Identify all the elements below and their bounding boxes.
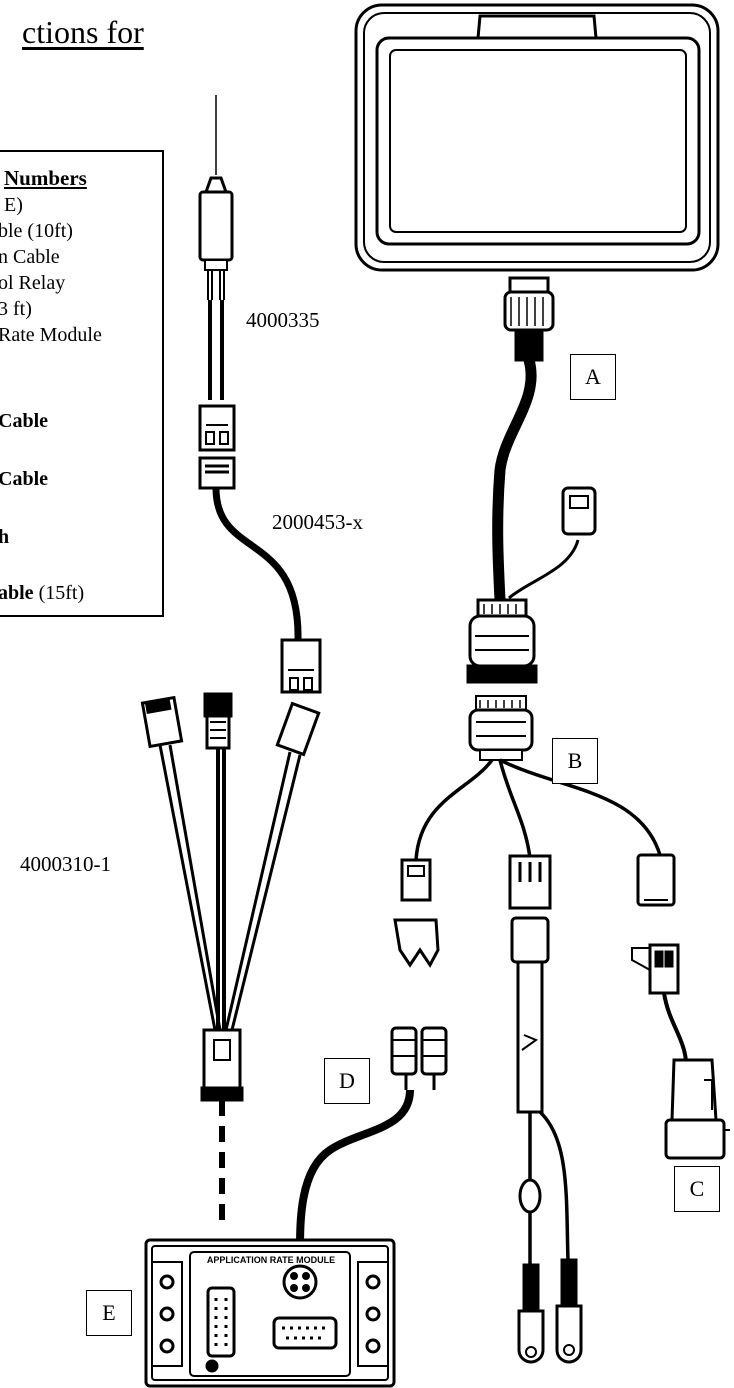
display-console <box>354 3 720 272</box>
part-line-4: ol Relay <box>0 272 66 294</box>
callout-b: B <box>552 738 598 784</box>
part-numbers-header: Numbers <box>4 166 87 190</box>
application-rate-module <box>144 1238 396 1388</box>
page-title: ctions for <box>22 14 144 50</box>
module-title: APPLICATION RATE MODULE <box>206 1255 336 1265</box>
part-line-9: h <box>0 526 10 548</box>
part-number-extension: 2000453-x <box>272 510 363 534</box>
part-line-8: Cable <box>0 468 48 490</box>
callout-c: C <box>674 1166 720 1212</box>
part-line-10: able (15ft) <box>0 582 85 604</box>
part-number-antenna: 4000335 <box>246 308 320 332</box>
branch-relay <box>508 854 583 1364</box>
y-harness <box>140 692 321 1220</box>
part-line-5: 3 ft) <box>0 298 32 320</box>
part-line-3: n Cable <box>0 246 60 268</box>
part-numbers-box: Numbers E) ble (10ft) n Cable ol Relay 3… <box>0 150 164 617</box>
part-line-6: Rate Module <box>0 324 102 346</box>
part-line-2: ble (10ft) <box>0 220 73 242</box>
branch-d <box>296 858 448 1253</box>
callout-d: D <box>324 1058 370 1104</box>
antenna-assembly <box>198 95 322 694</box>
harness-b-connector <box>414 695 662 861</box>
callout-a: A <box>570 354 616 400</box>
part-line-1: E) <box>4 194 23 216</box>
part-number-y-harness: 4000310-1 <box>20 852 111 876</box>
branch-c <box>631 853 730 1160</box>
display-cable <box>466 276 597 684</box>
part-line-7: Cable <box>0 410 48 432</box>
callout-e: E <box>86 1290 132 1336</box>
